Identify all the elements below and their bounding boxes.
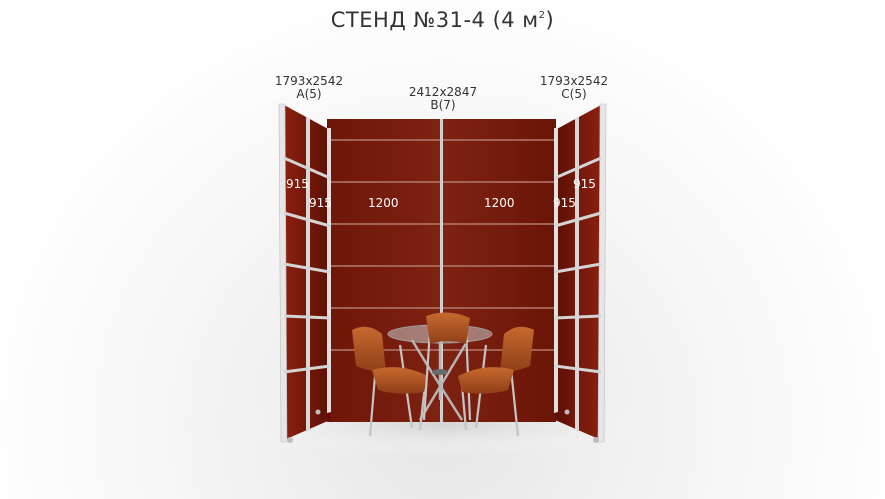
dim-right-outer: 915: [573, 177, 596, 191]
dim-back-right: 1200: [484, 196, 515, 210]
wall-a-size: 1793x2542: [274, 74, 344, 88]
dim-left-inner: 915: [309, 196, 332, 210]
stand-title-superscript: 2: [538, 10, 546, 21]
side-wall-c: [554, 103, 607, 443]
stand-title: СТЕНД №31-4 (4 м2): [0, 8, 885, 32]
wall-b-code: B(7): [430, 98, 456, 112]
stand-title-text: СТЕНД №31-4 (4 м: [330, 8, 539, 32]
side-wall-a: [278, 103, 331, 443]
stand-title-close: ): [545, 8, 555, 32]
wall-b-size: 2412x2847: [408, 85, 478, 99]
wall-a-code: A(5): [296, 87, 322, 101]
chair-right: [458, 326, 534, 437]
wall-c-code: C(5): [561, 87, 587, 101]
dim-right-inner: 915: [553, 196, 576, 210]
wall-c-label: 1793x2542 C(5): [519, 75, 629, 101]
wall-b-label: 2412x2847 B(7): [388, 86, 498, 112]
chair-left: [352, 326, 428, 437]
wall-a-label: 1793x2542 A(5): [254, 75, 364, 101]
dim-left-outer: 915: [286, 177, 309, 191]
back-wall-b: [327, 119, 556, 422]
chair-center: [422, 312, 472, 421]
wall-c-size: 1793x2542: [539, 74, 609, 88]
dim-back-left: 1200: [368, 196, 399, 210]
